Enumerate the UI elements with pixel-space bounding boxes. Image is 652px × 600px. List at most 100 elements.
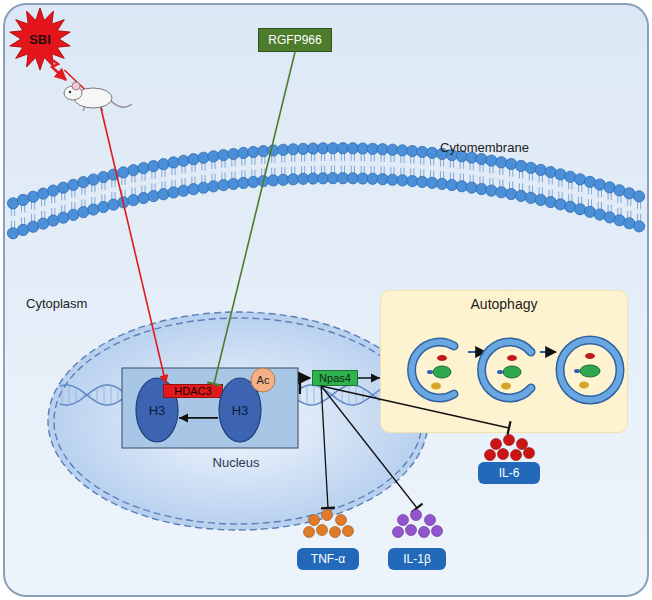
lipid-head <box>168 157 179 168</box>
lipid-head <box>218 150 229 161</box>
process-panel: Autophagy <box>380 290 628 433</box>
il1b-dots <box>393 510 443 538</box>
connector-group <box>358 373 380 382</box>
cargo <box>427 370 433 374</box>
node-label: SBI <box>29 33 51 46</box>
inhibition-line <box>321 386 417 508</box>
lipid-head <box>38 188 49 199</box>
arrow-line <box>64 70 166 384</box>
inhibitor-box: RGFP966 <box>258 28 332 52</box>
lipid-head <box>575 174 586 185</box>
cargo <box>501 383 511 390</box>
arrow-head <box>179 413 188 422</box>
cytokine: IL-6 <box>478 428 540 484</box>
lipid-head <box>594 179 605 190</box>
stage-arrow <box>540 351 556 353</box>
histone-outline <box>219 378 261 442</box>
lipid-head <box>357 173 368 184</box>
lipid-head <box>108 199 119 210</box>
cargo <box>574 369 580 373</box>
lipid-head <box>367 143 378 154</box>
lipid-head <box>594 209 605 220</box>
connector-group <box>179 413 218 422</box>
lipid-head <box>555 199 566 210</box>
lipid-head <box>178 155 189 166</box>
mouse-leg <box>83 106 85 111</box>
dna-rung <box>314 385 315 405</box>
inhibition-line <box>321 386 328 508</box>
phagophore <box>412 342 454 398</box>
lipid-head <box>446 179 457 190</box>
lipid-head <box>565 171 576 182</box>
lipid-head <box>506 158 517 169</box>
lipid-head <box>17 194 28 205</box>
lipid-head <box>466 182 477 193</box>
cytokine-dot <box>411 510 422 521</box>
lipid-head <box>525 192 536 203</box>
lipid-head <box>496 157 507 168</box>
gene-box: Npas4 <box>312 370 358 386</box>
lipid-head <box>337 143 348 154</box>
lipid-head <box>515 160 526 171</box>
node-label: H3 <box>232 404 249 417</box>
lipid-head <box>148 160 159 171</box>
lipid-head <box>278 174 289 185</box>
tnf-dots <box>304 510 354 538</box>
lipid-head <box>367 173 378 184</box>
cytokine-dot <box>485 450 496 461</box>
lipid-head <box>633 191 644 202</box>
dna-rung <box>90 393 91 398</box>
lipid-head <box>98 171 109 182</box>
cytokine-dot <box>398 515 409 526</box>
lipid-head <box>198 152 209 163</box>
cytokine-dot <box>317 525 328 536</box>
cargo <box>431 383 441 390</box>
lipid-head <box>417 146 428 157</box>
lipid-head <box>48 215 59 226</box>
inhibition-bar <box>507 421 510 435</box>
lipid-head <box>427 147 438 158</box>
cargo <box>437 355 447 361</box>
connector-group <box>207 52 295 386</box>
lightning-bolt <box>44 54 66 80</box>
lipid-head <box>317 143 328 154</box>
cytokine-dot <box>304 527 315 538</box>
dna-rung <box>111 385 112 404</box>
node-label: Autophagy <box>471 297 538 311</box>
lipid-head <box>38 218 49 229</box>
node-label: IL-1β <box>388 548 446 570</box>
dna-rung <box>300 389 301 402</box>
lipid-head <box>298 143 309 154</box>
lipid-head <box>496 187 507 198</box>
cytokine-dot <box>336 515 347 526</box>
cytokine-dot <box>393 527 404 538</box>
lipid-head <box>208 181 219 192</box>
cytokine: TNF-α <box>297 508 359 570</box>
chromatin-box <box>122 368 298 448</box>
autophagosome <box>560 340 620 400</box>
lipid-head <box>584 176 595 187</box>
lipid-head <box>535 164 546 175</box>
mitochondrion <box>433 366 451 378</box>
lipid-head <box>238 147 249 158</box>
connector-group <box>321 386 335 508</box>
autophagy-illustration <box>412 340 620 400</box>
cytokine: IL-1β <box>388 508 446 570</box>
lipid-head <box>188 154 199 165</box>
node-label: HDAC3 <box>174 386 211 397</box>
il6-dots <box>485 435 535 461</box>
lipid-head <box>278 144 289 155</box>
cytokine-dot <box>491 439 502 450</box>
lipid-bilayer <box>7 143 644 239</box>
lipid-head <box>148 190 159 201</box>
lipid-head <box>198 182 209 193</box>
lipid-head <box>397 175 408 186</box>
transcription-arrow <box>300 378 310 394</box>
lipid-head <box>17 224 28 235</box>
lipid-head <box>248 176 259 187</box>
nuclear-envelope <box>54 318 422 524</box>
cargo <box>497 370 503 374</box>
lipid-head <box>228 178 239 189</box>
